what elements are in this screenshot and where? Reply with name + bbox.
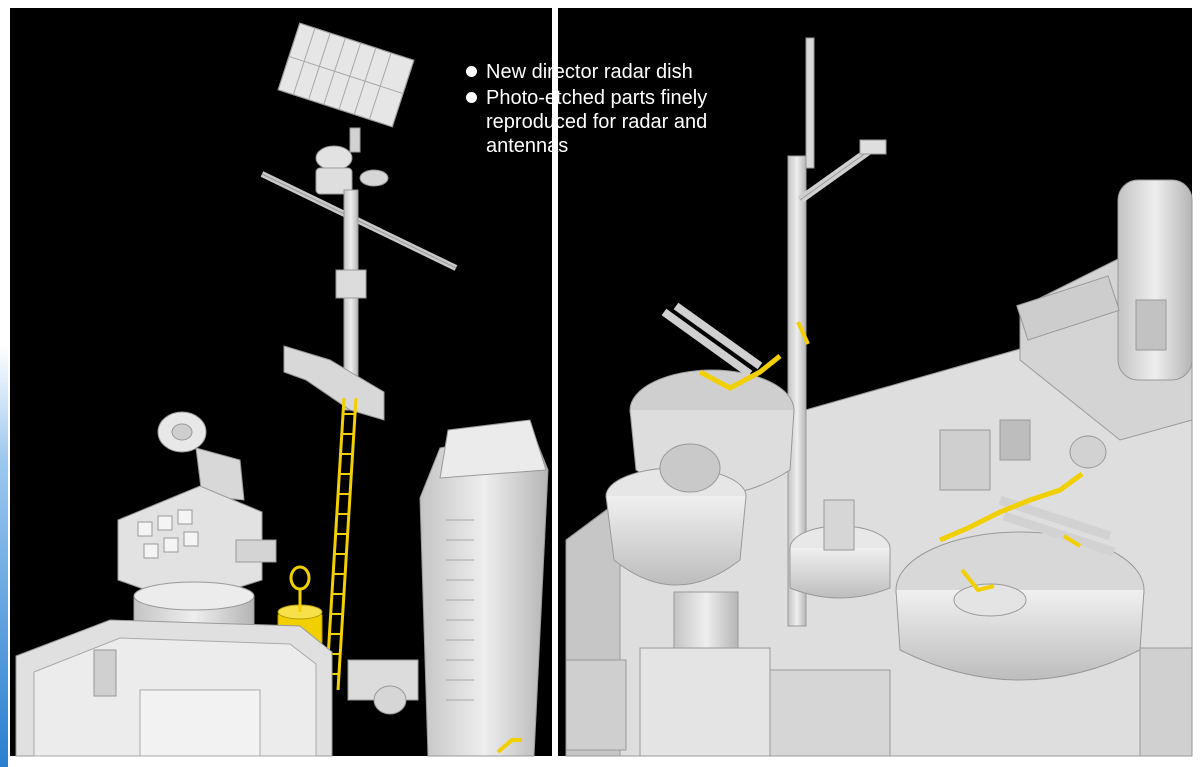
left-panel-model: [15, 22, 549, 757]
director-radar: [117, 411, 277, 605]
side-accent-bar: [0, 0, 8, 767]
bullet-icon: [466, 92, 477, 103]
bullet-icon: [466, 66, 477, 77]
photo-etch-ladder: [324, 397, 358, 691]
right-panel-model: [565, 37, 1193, 757]
feature-item: Photo-etched parts finely reproduced for…: [462, 86, 786, 158]
feature-item: New director radar dish: [462, 60, 786, 84]
feature-list: New director radar dish Photo-etched par…: [462, 60, 786, 160]
funnel: [419, 419, 549, 757]
gun-tub-right: [895, 419, 1145, 681]
tripod-mast: [787, 155, 807, 627]
gun-tub-left: [605, 302, 810, 653]
radar-array: [277, 22, 415, 153]
